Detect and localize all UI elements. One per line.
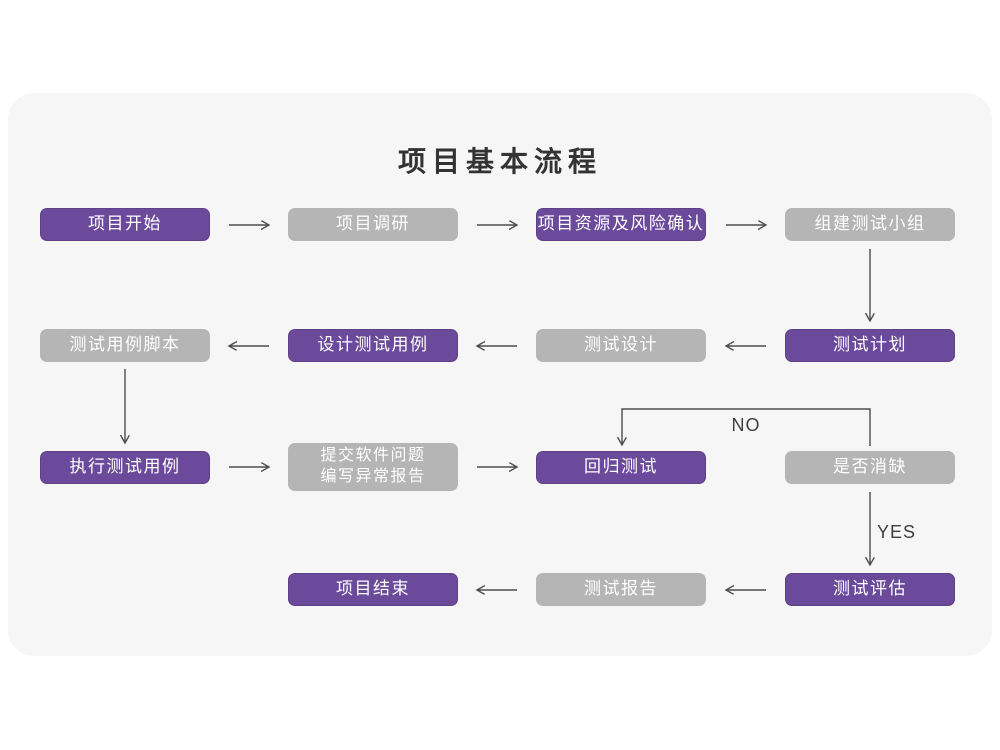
node-defect-resolved: 是否消缺 <box>785 451 955 484</box>
node-test-plan: 测试计划 <box>785 329 955 362</box>
node-project-research: 项目调研 <box>288 208 458 241</box>
node-test-design: 测试设计 <box>536 329 706 362</box>
node-project-start: 项目开始 <box>40 208 210 241</box>
node-execute-test-case: 执行测试用例 <box>40 451 210 484</box>
node-project-end: 项目结束 <box>288 573 458 606</box>
page-title: 项目基本流程 <box>397 146 602 177</box>
node-test-report: 测试报告 <box>536 573 706 606</box>
node-project-resources-risk: 项目资源及风险确认 <box>536 208 706 241</box>
yes-branch-label: YES <box>877 522 917 542</box>
node-test-evaluation: 测试评估 <box>785 573 955 606</box>
node-build-test-team: 组建测试小组 <box>785 208 955 241</box>
node-test-case-script: 测试用例脚本 <box>40 329 210 362</box>
no-branch-label: NO <box>731 415 761 435</box>
flowchart-card <box>8 93 992 656</box>
node-regression-test: 回归测试 <box>536 451 706 484</box>
node-design-test-case: 设计测试用例 <box>288 329 458 362</box>
node-submit-issue-report: 提交软件问题 编写异常报告 <box>288 443 458 491</box>
